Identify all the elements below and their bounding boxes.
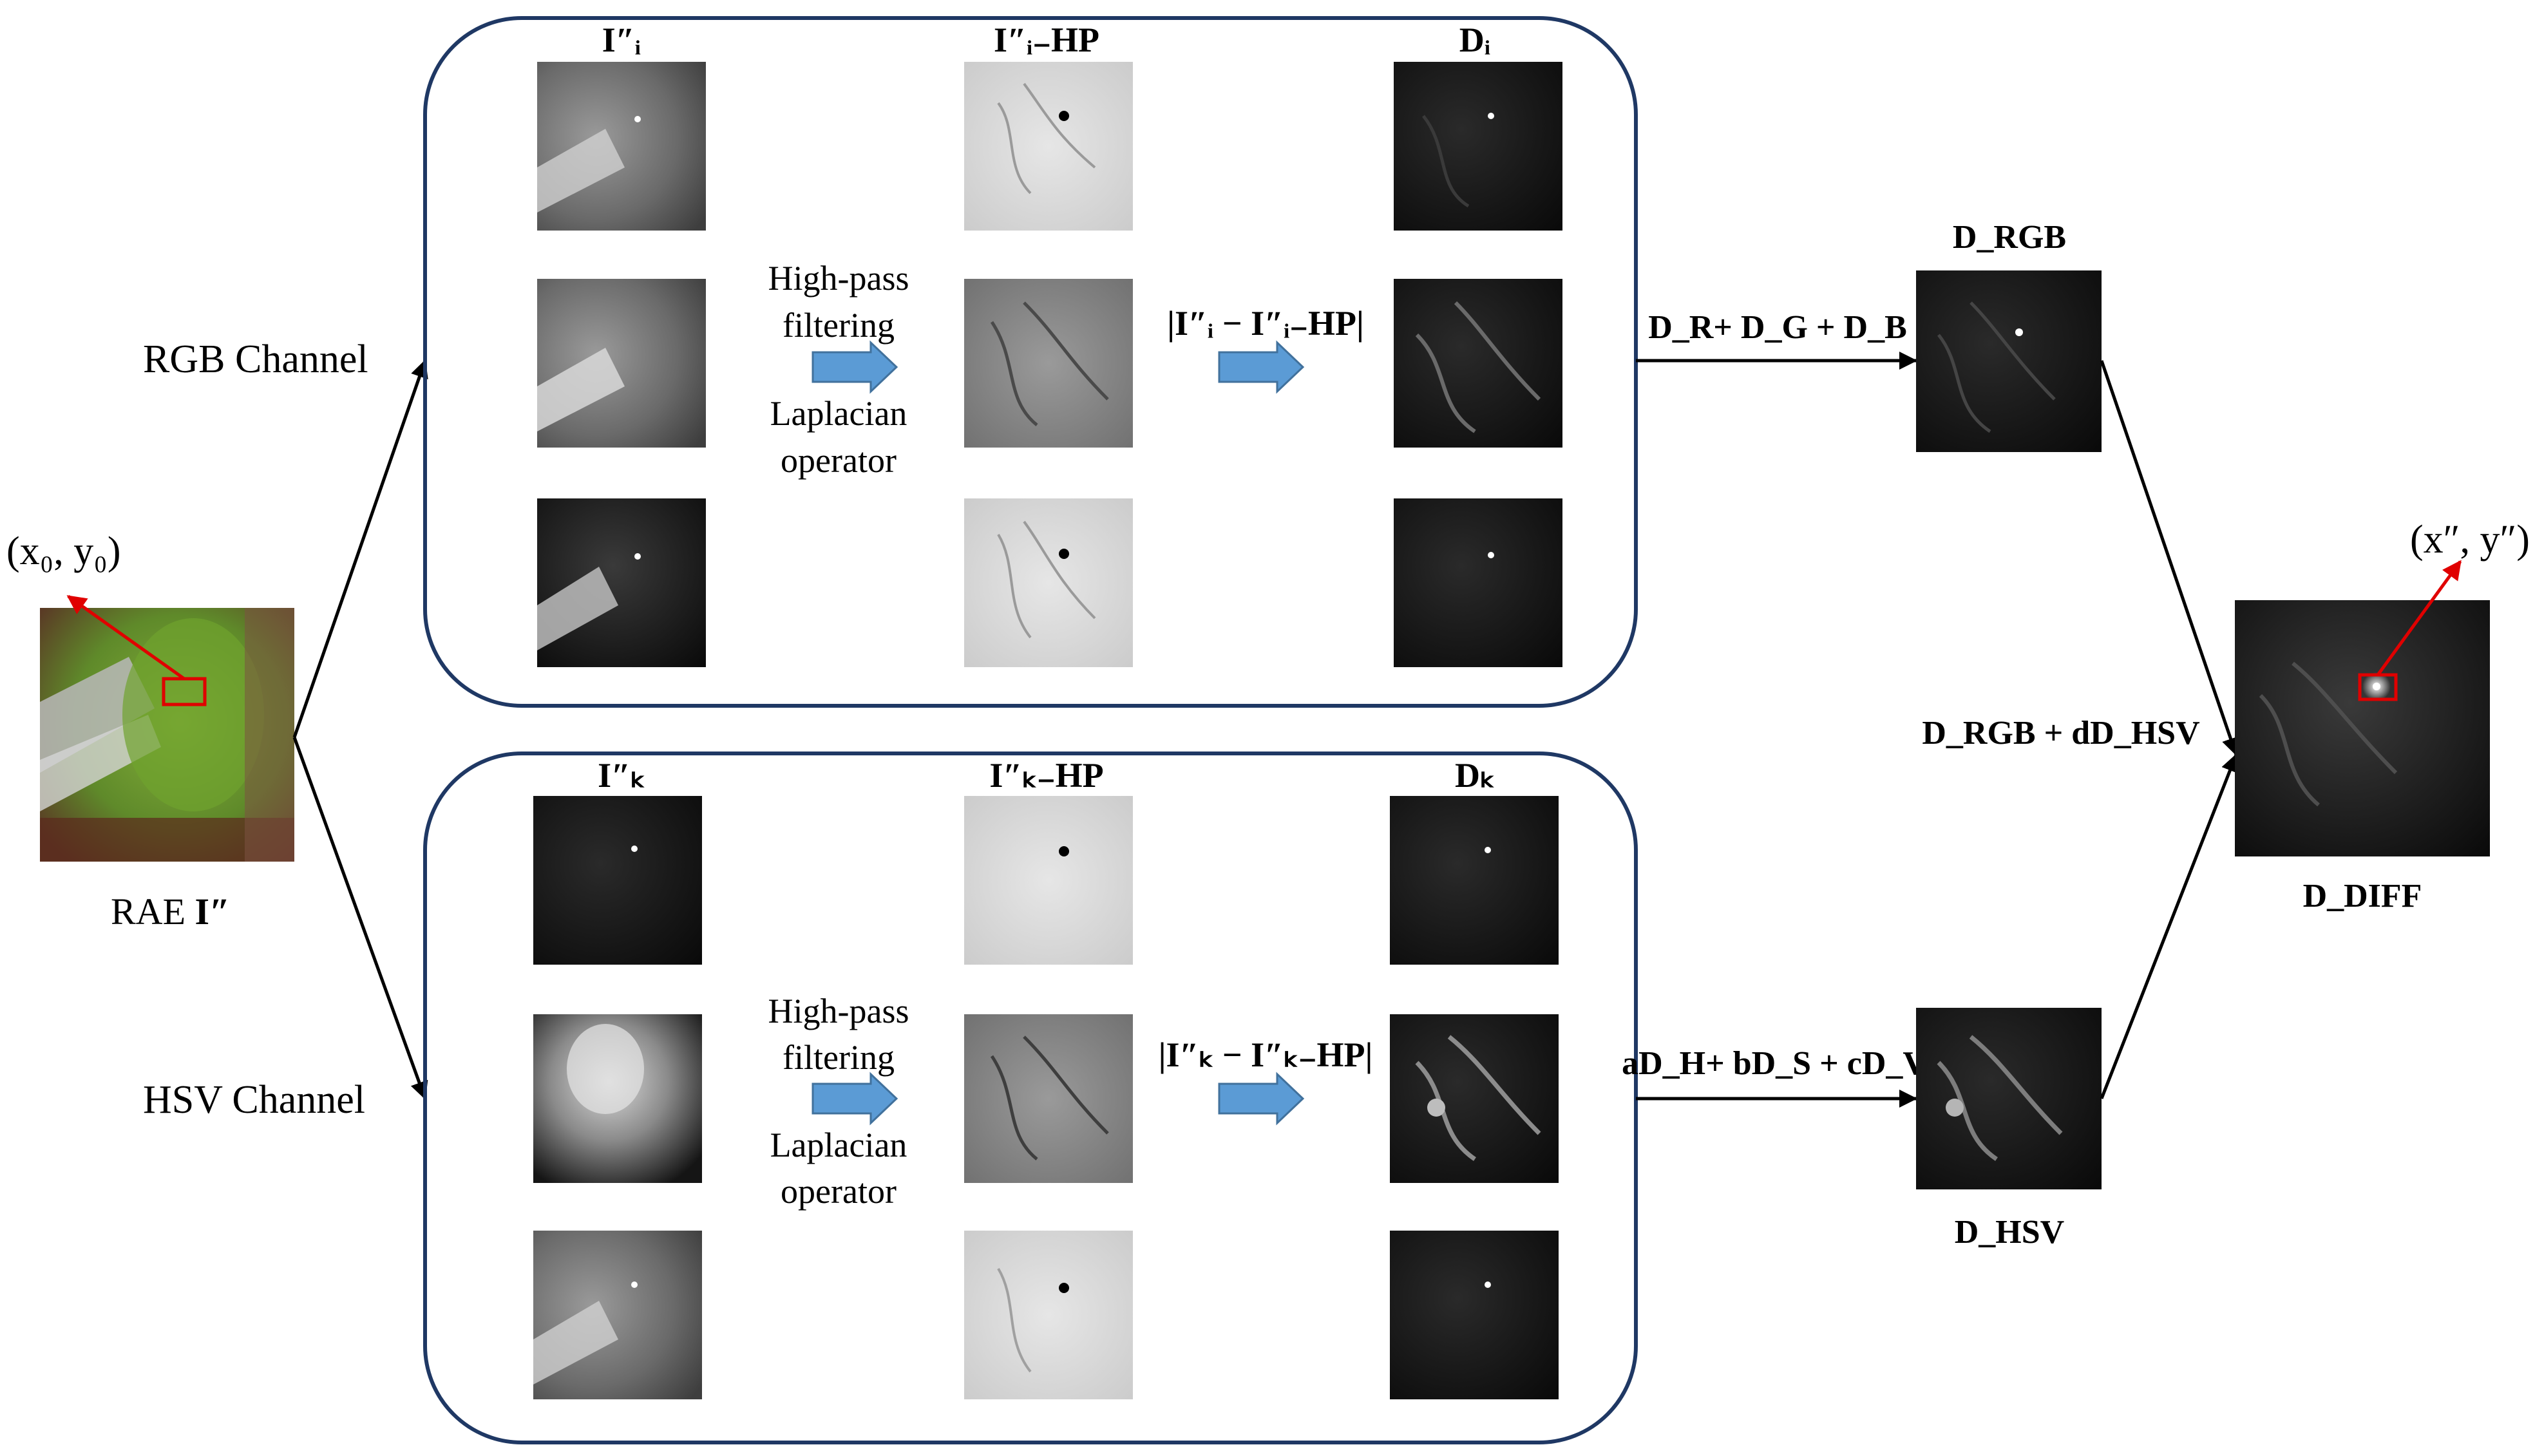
rgb-input-thumb-g [537,279,706,448]
hsv-col1-header: I″ₖ [598,756,645,795]
rgb-diff-thumb-r [1394,62,1562,231]
hsv-diff-thumb-v [1390,1231,1559,1399]
rgb-hp-thumb-r [964,62,1133,231]
rgb-input-thumb-b [537,498,706,667]
rgb-diff-thumb-g [1394,279,1562,448]
output-arrow [2376,560,2462,676]
output-label: D_DIFF [2303,878,2422,914]
rgb-diff-thumb-b [1394,498,1562,667]
hsv-input-thumb-s [533,1014,702,1183]
rgb-hp-thumb-g [964,279,1133,448]
origin-coordinate: (x₀, y₀) [6,529,121,573]
hsv-filter-line-3: Laplacian [770,1126,907,1164]
rgb-filter-line-4: operator [781,441,897,480]
input-to-rgb-line [292,359,428,738]
rgb-to-fusion-line [2100,360,2239,756]
hsv-filter-arrow [812,1072,898,1126]
rgb-result-image [1916,270,2102,452]
rgb-col1-header: I″ᵢ [602,21,641,59]
origin-arrow [66,594,185,681]
rgb-input-thumb-r [537,62,706,231]
hsv-channel-label: HSV Channel [143,1078,365,1122]
rgb-hp-thumb-b [964,498,1133,667]
rgb-diff-formula: |I″ᵢ − I″ᵢ₋HP| [1167,304,1364,343]
hsv-hp-thumb-s [964,1014,1133,1183]
hsv-input-thumb-h [533,796,702,965]
rgb-filter-line-2: filtering [783,306,895,345]
input-image [40,608,294,862]
hsv-col3-header: Dₖ [1455,756,1495,795]
hsv-diff-thumb-h [1390,796,1559,965]
hsv-input-thumb-v [533,1231,702,1399]
hsv-hp-thumb-h [964,796,1133,965]
hsv-hp-thumb-v [964,1231,1133,1399]
hsv-filter-line-4: operator [781,1172,897,1211]
fusion-formula: D_RGB + dD_HSV [1922,715,2199,752]
rgb-col3-header: Dᵢ [1459,21,1491,59]
hsv-diff-formula: |I″ₖ − I″ₖ₋HP| [1159,1035,1373,1074]
hsv-result-label: D_HSV [1955,1214,2064,1251]
hsv-combine-formula: aD_H+ bD_S + cD_V [1622,1045,1927,1082]
hsv-diff-arrow [1218,1072,1305,1126]
rgb-filter-arrow [812,340,898,394]
hsv-diff-thumb-s [1390,1014,1559,1183]
hsv-to-fusion-line [2100,753,2239,1099]
input-label: RAE I″ [111,891,230,932]
input-to-hsv-line [292,737,428,1100]
hsv-filter-line-2: filtering [783,1038,895,1077]
hsv-filter-line-1: High-pass [768,992,909,1030]
rgb-combine-formula: D_R+ D_G + D_B [1648,309,1907,346]
rgb-col2-header: I″ᵢ₋HP [994,21,1099,59]
rgb-filter-line-1: High-pass [768,259,909,298]
hsv-result-image [1916,1008,2102,1189]
rgb-result-label: D_RGB [1953,219,2066,256]
hsv-col2-header: I″ₖ₋HP [989,756,1103,795]
output-coordinate: (x″, y″) [2410,518,2530,562]
rgb-channel-label: RGB Channel [143,337,368,381]
rgb-filter-line-3: Laplacian [770,394,907,433]
output-image [2235,600,2490,856]
rgb-diff-arrow [1218,340,1305,394]
